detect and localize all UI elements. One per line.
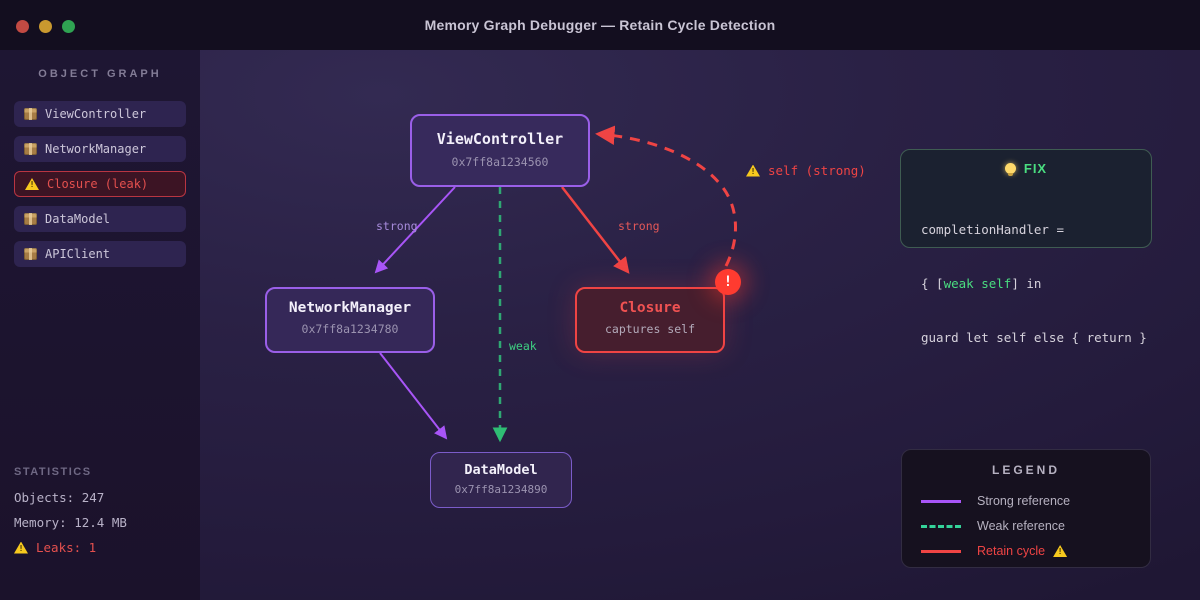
graph-canvas[interactable]: strong strong weak ! self (strong) ViewC… (200, 50, 1200, 600)
warning-icon: ! (1053, 545, 1068, 557)
sidebar-item-label: Closure (leak) (47, 177, 149, 191)
fix-panel: FIX completionHandler = { [weak self] in… (900, 149, 1152, 345)
statistics-header: STATISTICS (14, 466, 92, 478)
legend-item-strong: Strong reference (921, 494, 1070, 508)
edge-vc-networkmanager (374, 186, 456, 274)
traffic-lights (16, 20, 75, 33)
package-icon (24, 143, 37, 155)
sidebar-item-apiclient[interactable]: APIClient (14, 241, 186, 267)
sidebar-item-label: APIClient (45, 247, 111, 261)
retain-cycle-line-swatch (921, 549, 961, 553)
weak-self-highlight: weak self (943, 276, 1012, 291)
fix-title: FIX (1023, 161, 1048, 176)
titlebar: Memory Graph Debugger — Retain Cycle Det… (0, 0, 1200, 50)
legend-item-weak: Weak reference (921, 519, 1065, 533)
node-address: 0x7ff8a1234780 (301, 322, 399, 336)
fix-code-block: completionHandler = { [weak self] in gua… (921, 185, 1147, 383)
statistics-section: STATISTICS Objects: 247 Memory: 12.4 MB … (14, 466, 190, 565)
legend-label: Strong reference (977, 494, 1071, 508)
sidebar-item-list: ViewController NetworkManager ! Closure … (14, 101, 186, 276)
legend-label: Retain cycle ! (977, 544, 1068, 558)
sidebar-item-networkmanager[interactable]: NetworkManager (14, 136, 186, 162)
node-networkmanager[interactable]: NetworkManager 0x7ff8a1234780 (265, 287, 435, 353)
fix-panel-header: FIX (921, 161, 1131, 176)
edge-label-strong-vc-nm: strong (376, 219, 418, 233)
graph-edges-svg (374, 125, 737, 443)
sidebar-item-closure-leak[interactable]: ! Closure (leak) (14, 171, 186, 197)
edge-label-retain-cycle-text: self (strong) (768, 163, 866, 178)
sidebar-item-viewcontroller[interactable]: ViewController (14, 101, 186, 127)
close-button[interactable] (16, 20, 29, 33)
weak-reference-line-swatch (921, 524, 961, 528)
stat-leaks: ! Leaks: 1 (14, 540, 190, 555)
minimize-button[interactable] (39, 20, 52, 33)
leak-alert-badge[interactable]: ! (715, 269, 741, 295)
package-icon (24, 248, 37, 260)
sidebar: OBJECT GRAPH ViewController NetworkManag… (0, 50, 200, 600)
edge-label-retain-cycle: ! self (strong) (746, 163, 866, 178)
node-closure[interactable]: Closure captures self ! (575, 269, 741, 353)
page-title: Memory Graph Debugger — Retain Cycle Det… (424, 17, 776, 33)
code-line: completionHandler = (921, 222, 1064, 237)
legend-item-cycle: Retain cycle ! (921, 544, 1068, 558)
sidebar-item-label: NetworkManager (45, 142, 147, 156)
sidebar-item-datamodel[interactable]: DataModel (14, 206, 186, 232)
lightbulb-icon (1004, 163, 1016, 176)
zoom-button[interactable] (62, 20, 75, 33)
edge-retain-cycle (595, 125, 737, 267)
stat-memory: Memory: 12.4 MB (14, 515, 127, 530)
node-address: 0x7ff8a1234560 (451, 155, 549, 169)
node-title: NetworkManager (288, 300, 412, 316)
legend-label: Weak reference (977, 519, 1066, 533)
edge-vc-closure (561, 186, 630, 274)
node-title: ViewController (436, 130, 564, 148)
node-title: DataModel (464, 462, 538, 478)
node-viewcontroller[interactable]: ViewController 0x7ff8a1234560 (410, 114, 590, 187)
strong-reference-line-swatch (921, 499, 961, 503)
legend-panel: LEGEND Strong reference Weak reference R… (901, 449, 1151, 568)
sidebar-header: OBJECT GRAPH (38, 68, 162, 80)
edge-label-weak: weak (509, 339, 537, 353)
node-datamodel[interactable]: DataModel 0x7ff8a1234890 (430, 452, 572, 508)
stat-leaks-label: Leaks: 1 (36, 540, 97, 555)
stat-objects: Objects: 247 (14, 490, 105, 505)
warning-icon: ! (14, 541, 28, 554)
legend-header: LEGEND (991, 463, 1060, 477)
sidebar-item-label: DataModel (45, 212, 111, 226)
node-subtitle: captures self (604, 322, 695, 336)
node-address: 0x7ff8a1234890 (454, 483, 548, 496)
warning-icon: ! (25, 178, 39, 190)
sidebar-item-label: ViewController (45, 107, 147, 121)
package-icon (24, 108, 37, 120)
code-line: guard let self else { return } (921, 330, 1147, 345)
package-icon (24, 213, 37, 225)
edge-networkmanager-datamodel (379, 352, 448, 440)
legend-label-text: Retain cycle (977, 544, 1046, 558)
edge-label-strong-vc-closure: strong (618, 219, 660, 233)
code-line: { [weak self] in (921, 276, 1042, 291)
node-title: Closure (619, 300, 681, 316)
warning-icon: ! (746, 164, 760, 177)
